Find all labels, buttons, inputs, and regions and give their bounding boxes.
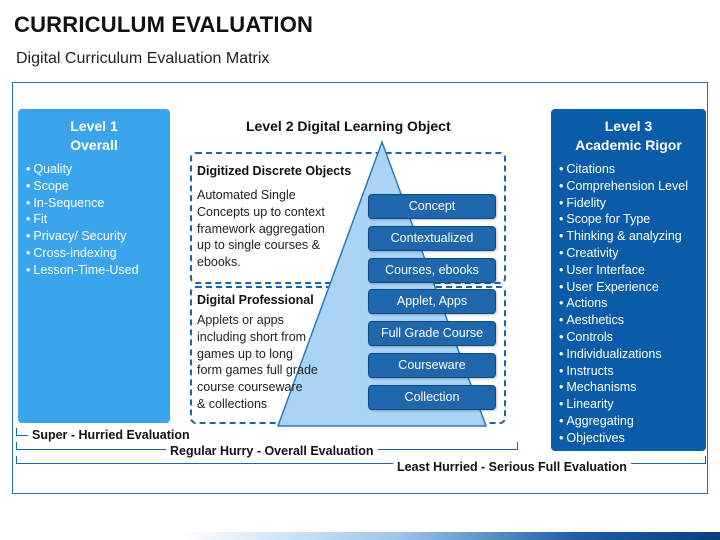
level1-label: Level 1: [70, 118, 118, 134]
level1-list: Quality Scope In-Sequence Fit Privacy/ S…: [26, 161, 162, 279]
level1-panel: Level 1 Overall Quality Scope In-Sequenc…: [18, 109, 170, 423]
text-line: course courseware: [197, 380, 303, 395]
digital-professional-title: Digital Professional: [197, 293, 314, 307]
level3-item: Aggregating: [559, 413, 698, 430]
level3-item: Mechanisms: [559, 379, 698, 396]
text-line: games up to long: [197, 346, 293, 361]
bottom-accent-bar: [0, 532, 720, 540]
label-regular: Regular Hurry - Overall Evaluation: [166, 444, 378, 458]
level3-item: Individualizations: [559, 346, 698, 363]
text-line: up to single courses &: [197, 238, 320, 253]
text-line: framework aggregation: [197, 221, 325, 236]
pill-collection: Collection: [368, 385, 496, 410]
pill-courseware: Courseware: [368, 353, 496, 378]
level1-item: In-Sequence: [26, 195, 162, 212]
level1-item: Fit: [26, 211, 162, 228]
label-super: Super - Hurried Evaluation: [28, 428, 194, 442]
level1-item: Scope: [26, 178, 162, 195]
level1-item: Lesson-Time-Used: [26, 262, 162, 279]
level3-item: Controls: [559, 329, 698, 346]
level3-item: Objectives: [559, 430, 698, 447]
level1-item: Privacy/ Security: [26, 228, 162, 245]
pill-applet-apps: Applet, Apps: [368, 289, 496, 314]
level3-item: User Interface: [559, 262, 698, 279]
digitized-objects-title: Digitized Discrete Objects: [197, 164, 352, 178]
level2-title: Level 2 Digital Learning Object: [246, 118, 451, 134]
text-line: ebooks.: [197, 255, 241, 270]
text-line: & collections: [197, 396, 268, 411]
page-title: CURRICULUM EVALUATION: [14, 12, 314, 37]
text-line: Applets or apps: [197, 313, 284, 327]
digital-professional-text: Applets or apps including short from gam…: [197, 312, 318, 413]
level1-item: Cross-indexing: [26, 245, 162, 262]
text-line: Automated Single: [197, 188, 296, 202]
text-line: form games full grade: [197, 363, 318, 378]
level3-item: Aesthetics: [559, 312, 698, 329]
level3-name: Academic Rigor: [575, 137, 682, 153]
level3-item: Creativity: [559, 245, 698, 262]
level3-item: Citations: [559, 161, 698, 178]
level3-item: Linearity: [559, 396, 698, 413]
text-line: Concepts up to context: [197, 204, 325, 219]
label-least: Least Hurried - Serious Full Evaluation: [393, 460, 631, 474]
bracket-least: [16, 456, 706, 464]
pill-courses-ebooks: Courses, ebooks: [368, 258, 496, 283]
level3-item: Instructs: [559, 363, 698, 380]
level3-panel: Level 3 Academic Rigor Citations Compreh…: [551, 109, 706, 451]
level3-list: Citations Comprehension Level Fidelity S…: [559, 161, 698, 447]
level1-heading: Level 1 Overall: [26, 117, 162, 155]
level3-heading: Level 3 Academic Rigor: [559, 117, 698, 155]
page-subtitle: Digital Curriculum Evaluation Matrix: [16, 50, 270, 67]
digitized-objects-text: Automated Single Concepts up to context …: [197, 187, 325, 271]
level3-item: Fidelity: [559, 195, 698, 212]
level3-label: Level 3: [604, 118, 653, 134]
text-line: including short from: [197, 329, 307, 344]
level1-item: Quality: [26, 161, 162, 178]
level1-name: Overall: [70, 137, 118, 153]
pill-contextualized: Contextualized: [368, 226, 496, 251]
level3-item: Comprehension Level: [559, 178, 698, 195]
level3-item: Actions: [559, 295, 698, 312]
level3-item: Thinking & analyzing: [559, 228, 698, 245]
pill-full-grade-course: Full Grade Course: [368, 321, 496, 346]
level3-item: Scope for Type: [559, 211, 698, 228]
level3-item: User Experience: [559, 279, 698, 296]
pill-concept: Concept: [368, 194, 496, 219]
